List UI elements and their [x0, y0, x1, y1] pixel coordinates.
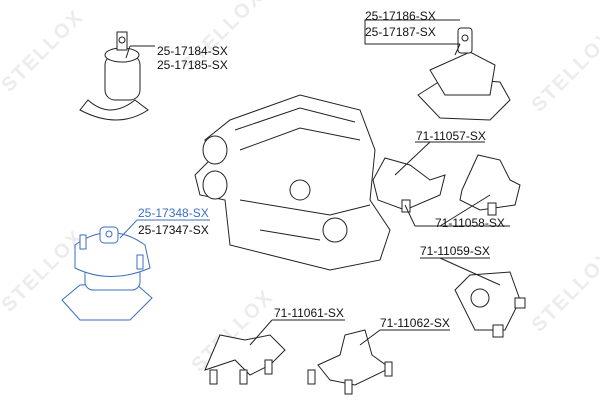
part-label: 25-17184-SX [157, 44, 228, 58]
part-25-17184-sx [79, 31, 149, 121]
part-label: 71-11062-SX [380, 316, 450, 330]
part-label: 25-17186-SX [365, 9, 436, 23]
part-label: 71-11058-SX [435, 216, 505, 230]
part-label: 25-17185-SX [157, 58, 228, 72]
part-71-11057-sx [372, 154, 521, 216]
part-label: 71-11059-SX [420, 244, 490, 258]
part-label-highlighted: 25-17348-SX [138, 206, 209, 220]
part-label: 71-11061-SX [274, 306, 344, 320]
part-71-11061-sx [204, 334, 286, 385]
part-25-17348-sx [61, 226, 153, 321]
part-71-11062-sx [307, 329, 393, 395]
part-25-17186-sx [417, 27, 511, 121]
engine-illustration [194, 94, 391, 271]
leader-lines [119, 19, 510, 346]
part-label: 25-17347-SX [138, 223, 209, 237]
part-71-11059-sx [454, 271, 526, 338]
part-label: 25-17187-SX [365, 25, 436, 39]
part-label: 71-11057-SX [416, 129, 486, 143]
